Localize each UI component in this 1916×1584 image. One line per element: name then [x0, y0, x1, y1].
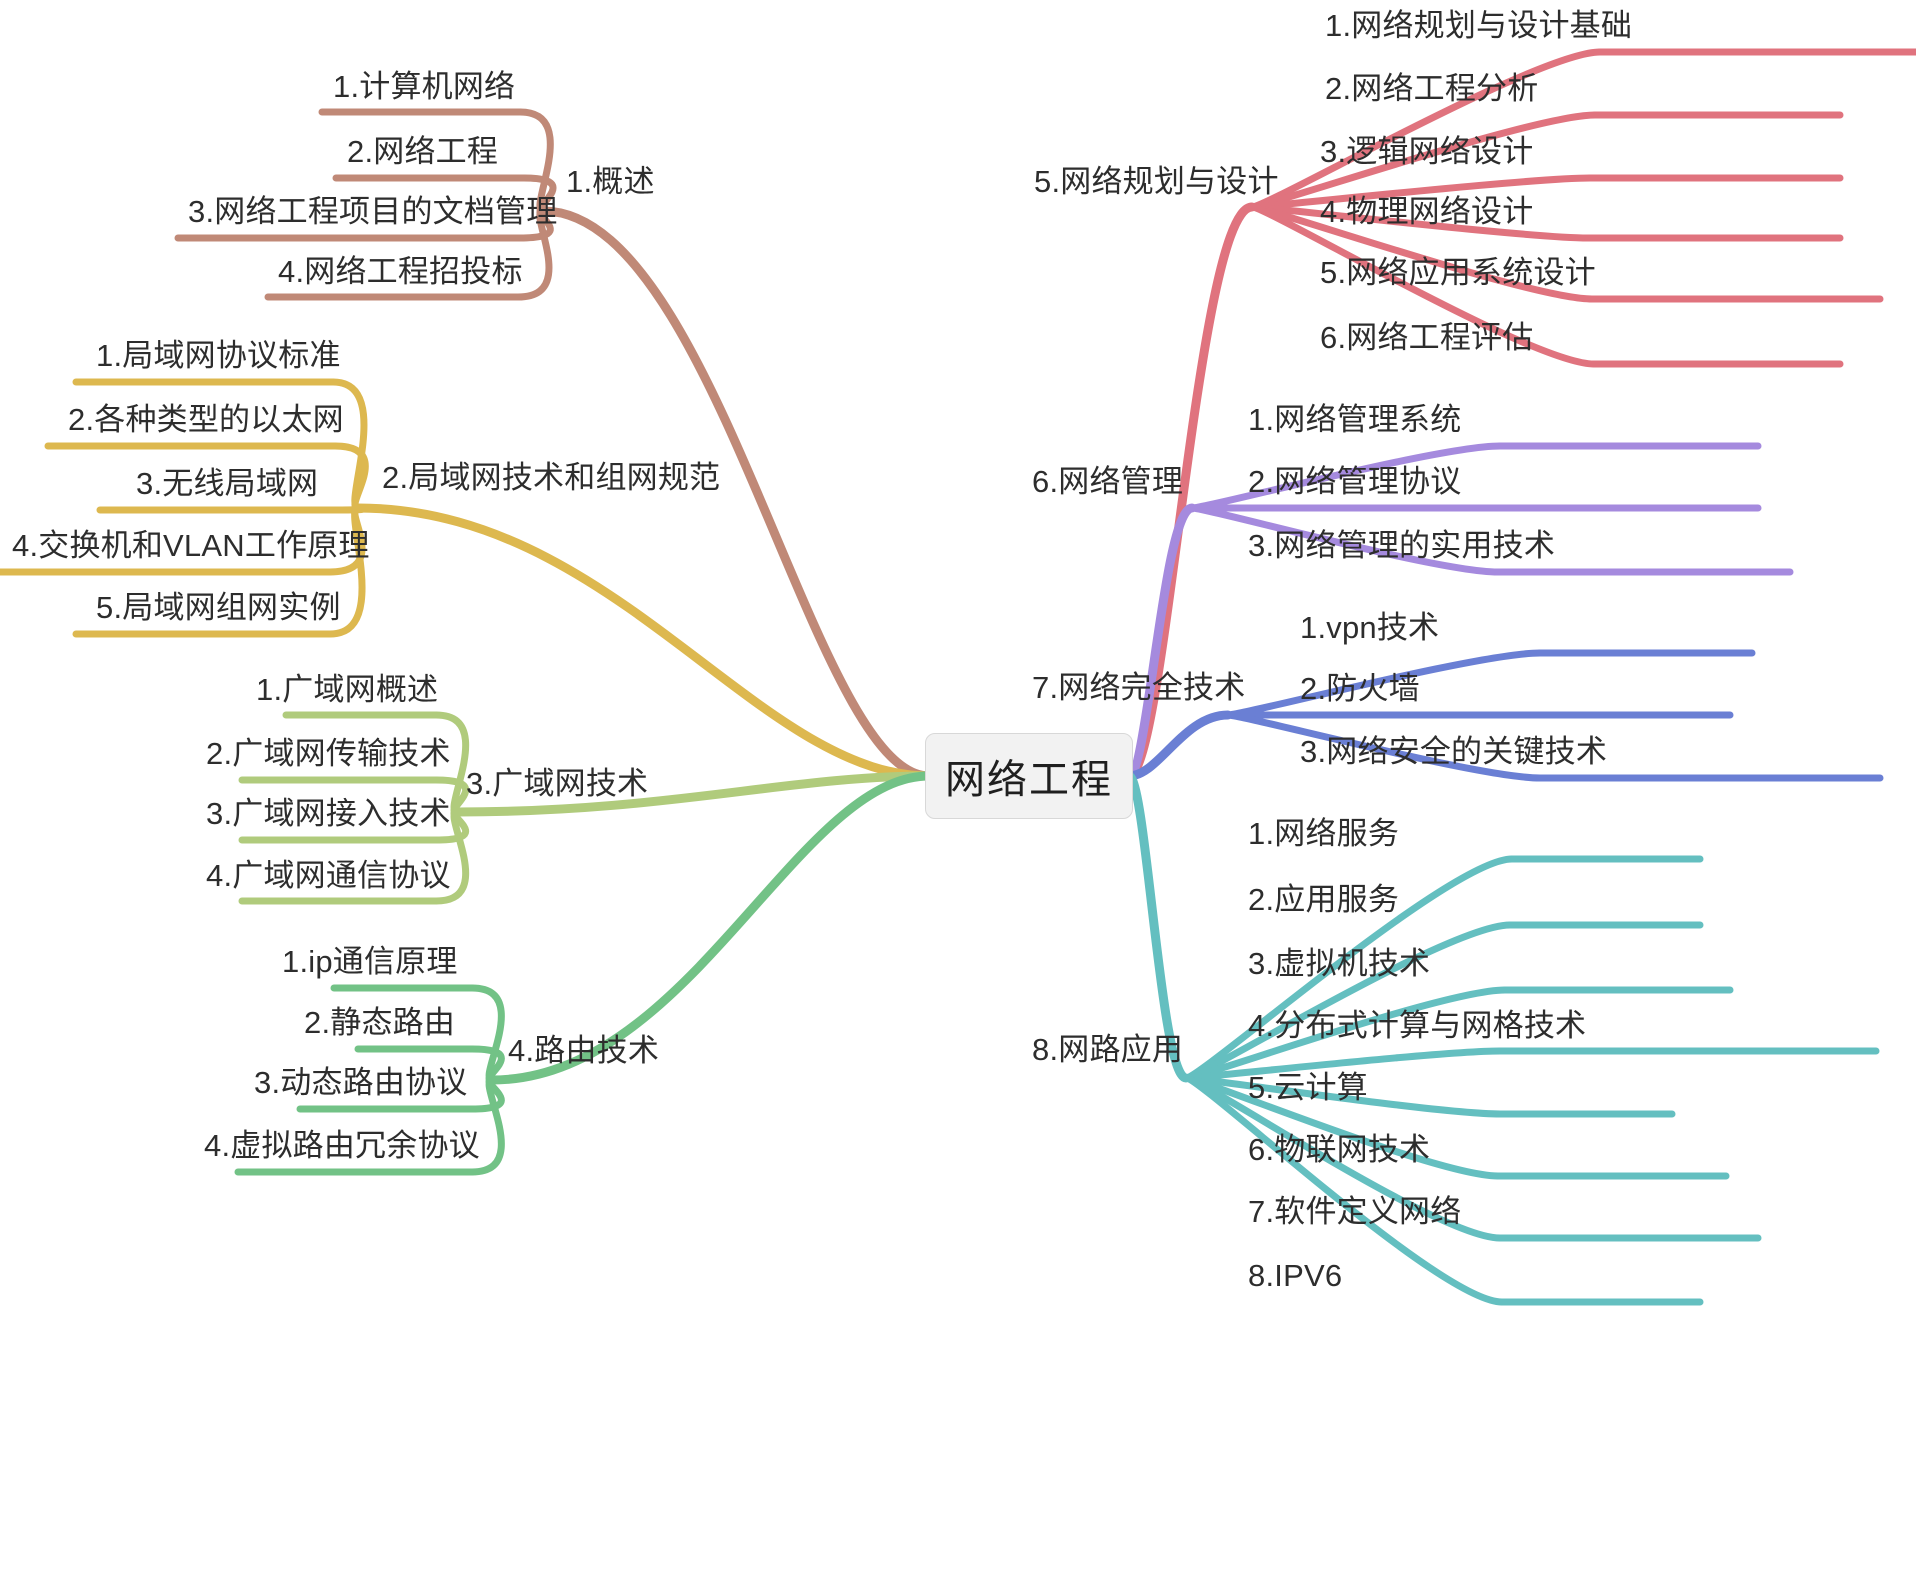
leaf-label-2-1[interactable]: 1.局域网协议标准 — [96, 338, 341, 373]
leaf-label-8-8[interactable]: 8.IPV6 — [1248, 1258, 1343, 1293]
leaf-label-5-3[interactable]: 3.逻辑网络设计 — [1320, 134, 1534, 169]
child-connector-2-2 — [331, 442, 369, 512]
leaf-label-1-2[interactable]: 2.网络工程 — [347, 134, 499, 169]
leaf-label-6-3[interactable]: 3.网络管理的实用技术 — [1248, 528, 1556, 563]
leaf-label-8-6[interactable]: 6.物联网技术 — [1248, 1132, 1431, 1167]
leaf-label-7-2[interactable]: 2.防火墙 — [1300, 671, 1420, 706]
leaf-label-1-4[interactable]: 4.网络工程招投标 — [278, 254, 523, 289]
child-connector-4-3 — [468, 1076, 505, 1113]
leaf-label-8-1[interactable]: 1.网络服务 — [1248, 816, 1400, 851]
leaf-label-4-1[interactable]: 1.ip通信原理 — [282, 944, 458, 979]
leaf-label-3-2[interactable]: 2.广域网传输技术 — [206, 736, 451, 771]
leaf-label-4-3[interactable]: 3.动态路由协议 — [254, 1065, 468, 1100]
leaf-label-2-3[interactable]: 3.无线局域网 — [136, 466, 319, 501]
branch-label-7[interactable]: 7.网络完全技术 — [1032, 670, 1246, 705]
leaf-label-8-3[interactable]: 3.虚拟机技术 — [1248, 946, 1431, 981]
leaf-label-2-2[interactable]: 2.各种类型的以太网 — [68, 402, 344, 437]
branch-label-8[interactable]: 8.网路应用 — [1032, 1032, 1184, 1067]
leaf-label-5-1[interactable]: 1.网络规划与设计基础 — [1325, 8, 1633, 43]
leaf-label-4-2[interactable]: 2.静态路由 — [304, 1005, 456, 1040]
leaf-label-8-5[interactable]: 5.云计算 — [1248, 1070, 1368, 1105]
leaf-label-5-4[interactable]: 4.物理网络设计 — [1320, 194, 1534, 229]
leaf-label-4-4[interactable]: 4.虚拟路由冗余协议 — [204, 1128, 480, 1163]
leaf-label-6-1[interactable]: 1.网络管理系统 — [1248, 402, 1462, 437]
child-connector-8-8 — [1182, 1074, 1506, 1306]
leaf-label-5-5[interactable]: 5.网络应用系统设计 — [1320, 255, 1596, 290]
leaf-label-8-7[interactable]: 7.软件定义网络 — [1248, 1194, 1462, 1229]
child-connector-2-1 — [329, 378, 368, 512]
child-connector-4-2 — [468, 1045, 505, 1084]
branch-label-5[interactable]: 5.网络规划与设计 — [1034, 164, 1279, 199]
leaf-label-8-2[interactable]: 2.应用服务 — [1248, 882, 1400, 917]
branch-trunk-6 — [1124, 503, 1197, 781]
leaf-label-1-3[interactable]: 3.网络工程项目的文档管理 — [188, 194, 558, 229]
branch-label-6[interactable]: 6.网络管理 — [1032, 464, 1184, 499]
leaf-label-7-1[interactable]: 1.vpn技术 — [1300, 610, 1440, 645]
child-connector-4-1 — [468, 984, 505, 1084]
leaf-label-5-6[interactable]: 6.网络工程评估 — [1320, 320, 1534, 355]
root-node[interactable]: 网络工程 — [925, 733, 1133, 819]
leaf-label-6-2[interactable]: 2.网络管理协议 — [1248, 464, 1462, 499]
leaf-label-5-2[interactable]: 2.网络工程分析 — [1325, 71, 1539, 106]
leaf-label-8-4[interactable]: 4.分布式计算与网格技术 — [1248, 1008, 1587, 1043]
leaf-label-3-3[interactable]: 3.广域网接入技术 — [206, 796, 451, 831]
branch-label-3[interactable]: 3.广域网技术 — [466, 766, 649, 801]
leaf-label-1-1[interactable]: 1.计算机网络 — [333, 69, 516, 104]
leaf-label-2-5[interactable]: 5.局域网组网实例 — [96, 590, 341, 625]
child-connector-2-3 — [326, 504, 366, 514]
leaf-label-2-4[interactable]: 4.交换机和VLAN工作原理 — [12, 528, 370, 563]
leaf-label-7-3[interactable]: 3.网络安全的关键技术 — [1300, 734, 1608, 769]
branch-trunk-7 — [1124, 710, 1233, 781]
branch-label-4[interactable]: 4.路由技术 — [508, 1033, 660, 1068]
branch-label-1[interactable]: 1.概述 — [566, 164, 655, 199]
leaf-label-3-1[interactable]: 1.广域网概述 — [256, 672, 439, 707]
branch-label-2[interactable]: 2.局域网技术和组网规范 — [382, 460, 721, 495]
leaf-label-3-4[interactable]: 4.广域网通信协议 — [206, 858, 451, 893]
